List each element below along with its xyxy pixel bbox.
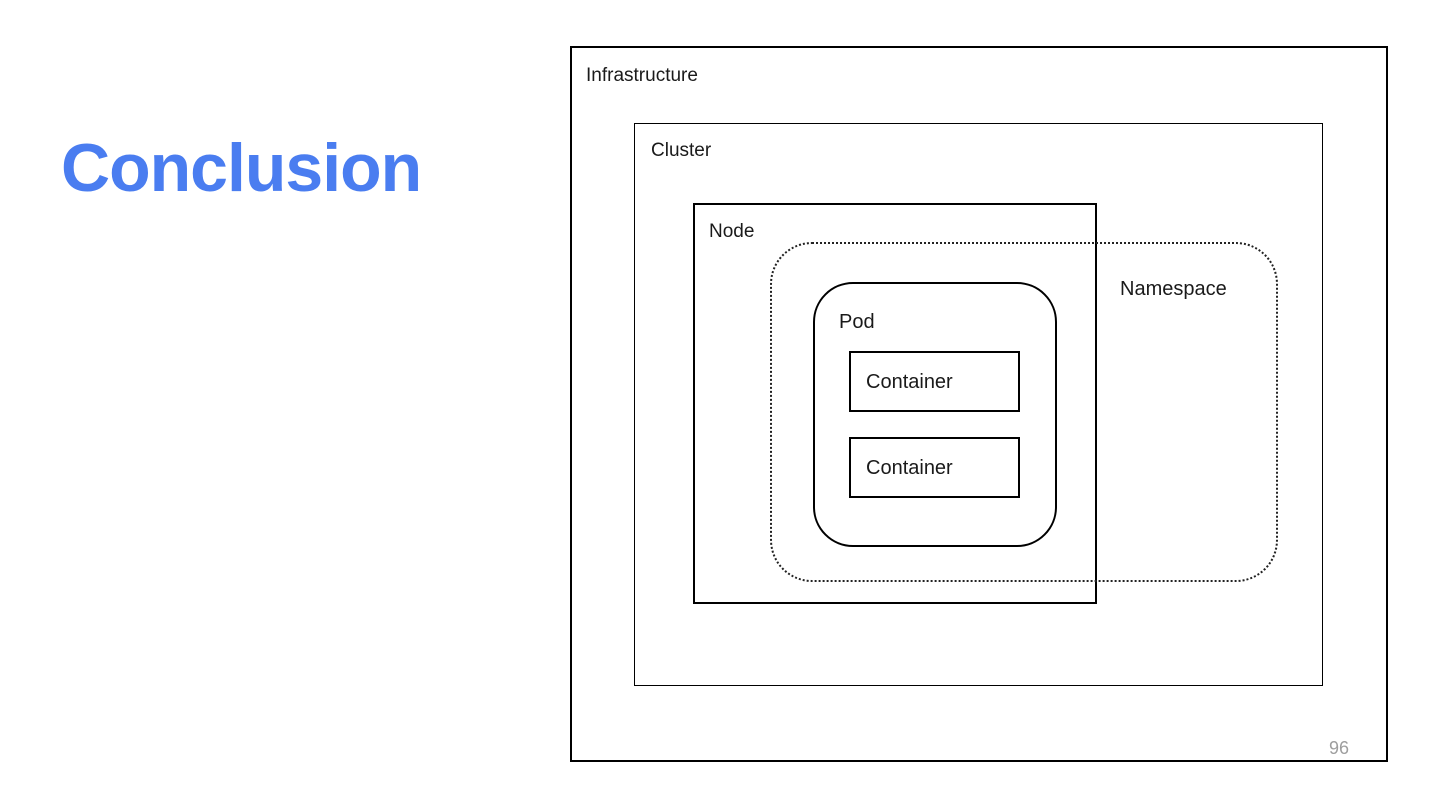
namespace-box — [770, 242, 1278, 582]
node-label: Node — [709, 221, 755, 242]
infrastructure-label: Infrastructure — [586, 65, 698, 86]
cluster-label: Cluster — [651, 140, 712, 161]
container-box-2: Container — [849, 437, 1020, 498]
container-label-2: Container — [866, 456, 953, 479]
page-number: 96 — [1328, 738, 1350, 758]
infrastructure-box: Infrastructure — [570, 46, 1388, 762]
node-box: Node — [693, 203, 1097, 604]
namespace-label: Namespace — [1120, 278, 1227, 300]
pod-label: Pod — [839, 311, 875, 333]
container-box-1: Container — [849, 351, 1020, 412]
cluster-box: Cluster — [634, 123, 1323, 686]
slide-title: Conclusion — [61, 129, 422, 206]
container-label-1: Container — [866, 370, 953, 393]
pod-box: Pod — [813, 282, 1057, 547]
